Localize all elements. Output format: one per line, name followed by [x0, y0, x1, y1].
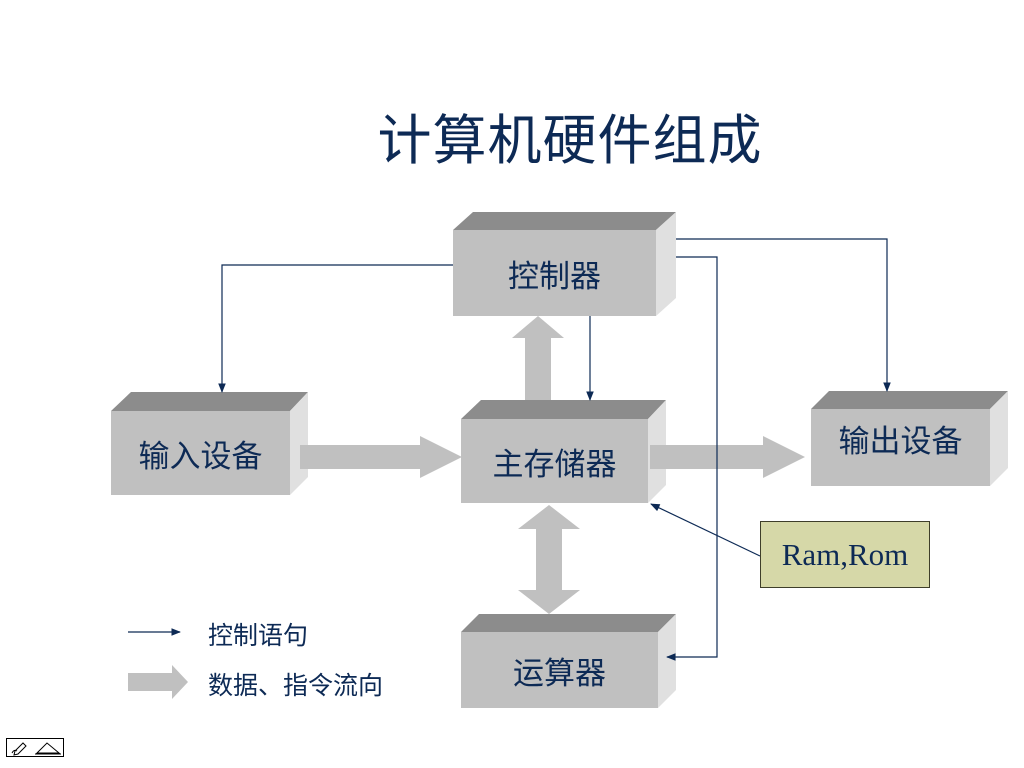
input-device-block: [111, 392, 308, 495]
controller-block: [453, 212, 676, 316]
legend-data-arrow: [128, 665, 188, 699]
slide-title: 计算机硬件组成: [377, 109, 763, 172]
control-line-to-output: [676, 238, 891, 392]
control-line-to-alu: [666, 256, 718, 661]
alu-label: 运算器: [513, 655, 606, 692]
alu-block: [461, 614, 676, 708]
data-arrow-memory-to-output: [650, 436, 805, 478]
main-memory-label: 主存储器: [492, 446, 617, 483]
output-device-label: 输出设备: [838, 424, 963, 460]
data-arrow-memory-to-controller: [512, 316, 564, 400]
output-device-block: [811, 391, 1008, 486]
slide-nav-icons: [11, 742, 61, 756]
slide-nav-control[interactable]: [6, 738, 64, 757]
legend-data-label: 数据、指令流向: [208, 671, 384, 700]
data-arrow-input-to-memory: [300, 436, 462, 478]
legend-control-label: 控制语句: [208, 621, 309, 650]
note-pointer-line: [650, 503, 761, 557]
triangle-icon[interactable]: [35, 742, 61, 755]
data-arrow-memory-alu-bidirectional: [518, 505, 580, 614]
control-line-to-input: [218, 264, 453, 393]
input-device-label: 输入设备: [138, 438, 263, 475]
ram-rom-note: Ram,Rom: [760, 521, 930, 588]
controller-label: 控制器: [508, 258, 601, 295]
main-memory-block: [461, 400, 666, 503]
pen-icon[interactable]: [11, 742, 27, 756]
